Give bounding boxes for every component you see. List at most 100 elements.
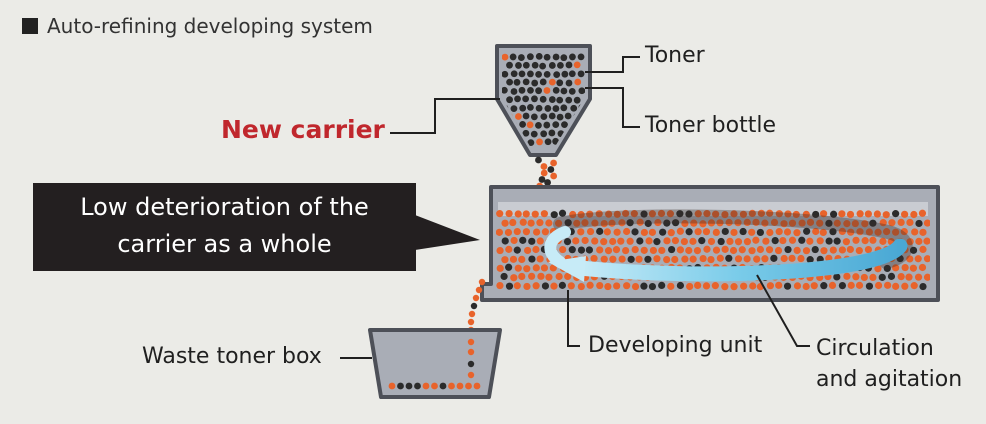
carrier-particle [653, 255, 661, 263]
carrier-particle [770, 218, 779, 226]
carrier-particle [699, 220, 707, 228]
carrier-particle [743, 238, 752, 246]
toner-particle [539, 95, 547, 103]
toner-particle [838, 281, 847, 290]
carrier-particle [743, 255, 751, 263]
toner-particle [648, 282, 657, 291]
waste-particles [388, 338, 481, 390]
toner-particle [721, 227, 729, 236]
carrier-particle [478, 278, 486, 286]
carrier-particle [569, 138, 577, 146]
toner-particle [543, 70, 551, 78]
toner-particle [556, 96, 564, 104]
carrier-particle [667, 229, 675, 237]
carrier-particle [608, 219, 616, 227]
callout-line-1: Low deterioration of the [80, 193, 369, 221]
toner-bottle [495, 44, 592, 157]
carrier-particle [752, 218, 760, 226]
carrier-particle [473, 382, 481, 390]
carrier-particle [640, 228, 648, 237]
leader-lines [340, 56, 810, 359]
carrier-particle [774, 246, 783, 255]
toner-particle [530, 113, 538, 121]
callout-box: Low deterioration of the carrier as a wh… [33, 183, 416, 271]
label-circulation-line-1: Circulation [816, 336, 934, 361]
toner-particle [564, 219, 572, 227]
diagram-title: Auto-refining developing system [22, 14, 373, 38]
carrier-particle [527, 219, 535, 227]
toner-particle [770, 254, 778, 262]
carrier-particle [721, 245, 729, 253]
toner-particle [558, 209, 567, 217]
carrier-particle [545, 219, 553, 227]
carrier-particle [523, 265, 531, 273]
carrier-particle [681, 219, 689, 228]
carrier-particle [716, 219, 724, 227]
carrier-particle [591, 237, 599, 245]
label-toner-bottle: Toner bottle [645, 113, 777, 138]
carrier-particle [496, 246, 504, 255]
carrier-particle [861, 220, 869, 228]
carrier-particle [765, 246, 774, 254]
toner-particle [467, 360, 475, 368]
carrier-particle [846, 210, 855, 219]
toner-particle [676, 281, 685, 290]
carrier-particle [640, 246, 648, 254]
carrier-particle [757, 209, 765, 217]
carrier-particle [618, 219, 626, 227]
toner-particle [561, 121, 568, 128]
carrier-particle [838, 210, 846, 218]
carrier-particle [467, 371, 475, 379]
toner-particle [676, 210, 684, 218]
carrier-particle [596, 281, 604, 290]
carrier-particle [550, 172, 558, 180]
toner-particle [548, 112, 556, 120]
toner-particle [833, 273, 841, 281]
carrier-particle [518, 255, 526, 264]
carrier-particle [586, 227, 595, 236]
carrier-particle [577, 228, 585, 236]
toner-particle [552, 53, 560, 61]
carrier-particle [869, 236, 877, 244]
carrier-particle [613, 282, 621, 290]
carrier-particle [847, 281, 855, 289]
toner-particle [636, 237, 644, 245]
carrier-particle [605, 210, 613, 218]
carrier-particle [623, 282, 631, 290]
carrier-particle [707, 219, 716, 227]
carrier-particle [676, 246, 684, 254]
carrier-particle [658, 246, 666, 255]
toner-particle [556, 113, 564, 121]
carrier-particle [645, 237, 653, 245]
toner-particle [541, 282, 550, 290]
toner-particle [538, 176, 546, 183]
carrier-particle [842, 238, 850, 246]
toner-particle [552, 105, 560, 112]
toner-particle [506, 96, 513, 104]
carrier-particle [531, 210, 539, 218]
carrier-particle [586, 210, 594, 218]
carrier-particle [509, 255, 518, 263]
toner-particle [569, 53, 576, 61]
carrier-particle [875, 281, 883, 290]
carrier-particle [604, 247, 613, 255]
carrier-particle [884, 281, 892, 289]
carrier-particle [766, 282, 774, 290]
carrier-particle [828, 281, 837, 289]
carrier-particle [532, 282, 540, 290]
toner-particle [568, 70, 576, 78]
callout-pointer [415, 215, 480, 250]
carrier-particle [671, 236, 680, 245]
toner-particle [502, 86, 508, 94]
toner-particle [565, 96, 573, 104]
carrier-particle [657, 209, 666, 218]
toner-particle [578, 122, 585, 129]
toner-particle [771, 237, 779, 245]
toner-particle [627, 255, 635, 263]
carrier-particle [388, 382, 396, 390]
carrier-particle [567, 282, 575, 290]
carrier-particle [816, 219, 824, 227]
carrier-particle [505, 209, 513, 218]
carrier-particle [564, 272, 572, 281]
toner-particle [883, 264, 891, 273]
